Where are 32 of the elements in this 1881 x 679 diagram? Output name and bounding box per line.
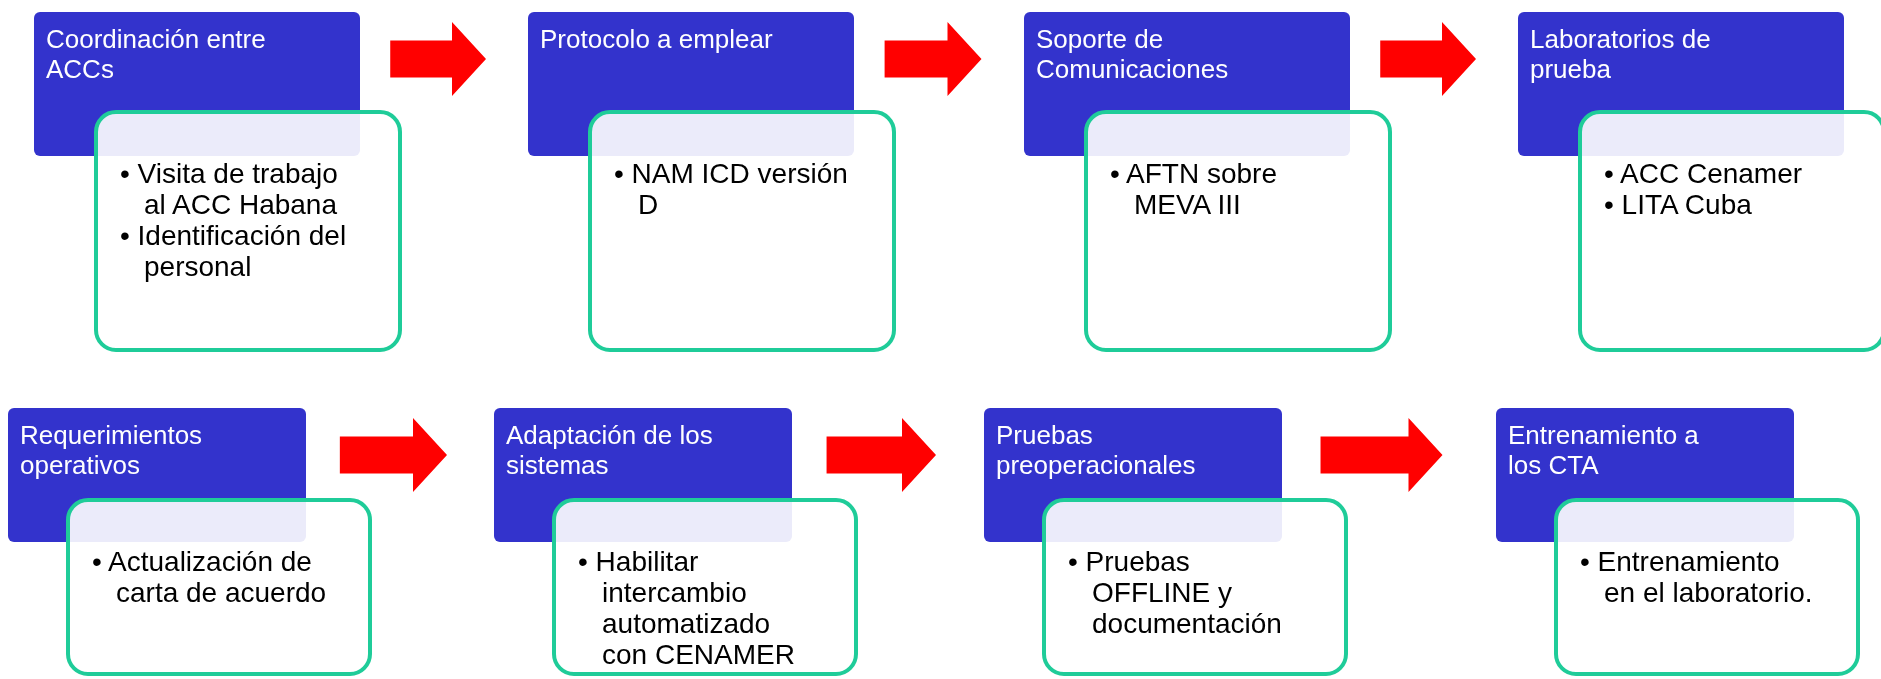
step-title: Laboratorios de prueba <box>1530 24 1712 84</box>
bullet-item: • Habilitar intercambio automatizado con CENAMER <box>578 546 796 670</box>
step-title: Coordinación entre ACCs <box>46 24 267 84</box>
block-arrow <box>1320 418 1443 492</box>
step-detail-box <box>1084 110 1392 352</box>
block-arrow <box>1380 22 1476 96</box>
step-title: Soporte de Comunicaciones <box>1036 24 1230 84</box>
step-title: Pruebas preoperacionales <box>996 420 1197 480</box>
bullet-item: • LITA Cuba <box>1604 189 1753 220</box>
step-title: Protocolo a emplear <box>540 24 774 54</box>
block-arrow <box>826 418 936 492</box>
step-detail-box <box>552 498 858 676</box>
bullet-item: • Identificación del personal <box>120 220 348 282</box>
step-detail-box <box>94 110 402 352</box>
step-title: Adaptación de los sistemas <box>506 420 714 480</box>
bullet-item: • Entrenamiento en el laboratorio. <box>1580 546 1814 608</box>
block-arrow <box>884 22 982 96</box>
bullet-item: • Visita de trabajo al ACC Habana <box>120 158 339 220</box>
step-detail-box <box>1578 110 1881 352</box>
bullet-item: • Actualización de carta de acuerdo <box>92 546 328 608</box>
step-detail-box <box>66 498 372 676</box>
bullet-item: • ACC Cenamer <box>1604 158 1804 189</box>
step-detail-box <box>588 110 896 352</box>
step-title: Requerimientos operativos <box>20 420 204 480</box>
bullet-item: • AFTN sobre MEVA III <box>1110 158 1278 220</box>
step-detail-box <box>1042 498 1348 676</box>
bullet-item: • NAM ICD versión D <box>614 158 849 220</box>
block-arrow <box>339 418 447 492</box>
step-title: Entrenamiento a los CTA <box>1508 420 1700 480</box>
bullet-item: • Pruebas OFFLINE y documentación <box>1068 546 1283 639</box>
block-arrow <box>390 22 486 96</box>
step-detail-box <box>1554 498 1860 676</box>
